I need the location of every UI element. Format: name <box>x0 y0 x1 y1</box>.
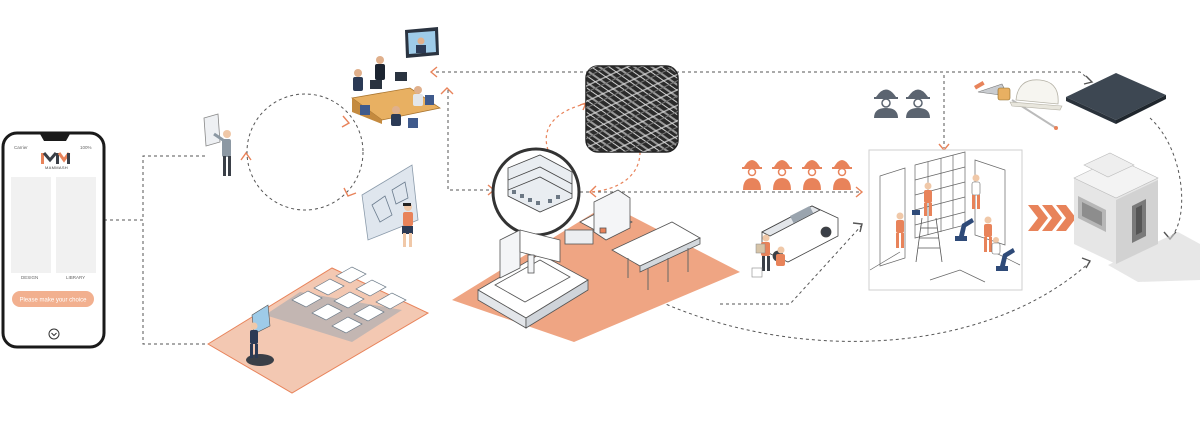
vr-user-icon <box>361 164 419 247</box>
cnc-machine-icon <box>477 229 589 329</box>
delivery-van-icon <box>761 205 839 263</box>
app-logo <box>41 152 71 164</box>
connector-curve-to-building <box>569 244 1091 342</box>
meeting-team-icon <box>351 56 442 128</box>
factory-building-icon <box>491 147 581 237</box>
library-tile-label: LIBRARY <box>66 275 85 280</box>
worker-icon <box>751 234 785 278</box>
worker-icon <box>832 160 852 190</box>
arrow-orange-icon <box>341 115 351 128</box>
chevron-down-icon[interactable] <box>48 328 60 340</box>
connector-meeting-to-slab <box>436 71 1091 81</box>
design-loop-circle <box>246 93 364 211</box>
choice-button[interactable] <box>12 291 94 307</box>
design-tile-label: DESIGN <box>21 275 38 280</box>
worker-icon <box>772 160 792 190</box>
scrap-metal-photo-icon <box>585 65 679 153</box>
worker-icon <box>984 216 992 252</box>
connector-slab-to-building <box>1149 117 1183 239</box>
worker-icon <box>924 182 932 216</box>
finished-building-icon <box>1073 152 1200 282</box>
hard-hat-icon <box>1009 79 1063 111</box>
production-platform <box>452 189 740 342</box>
worker-icon-row <box>742 160 852 190</box>
arrow-orange-icon <box>579 101 588 111</box>
connector-phone-to-touchscreen <box>104 155 205 221</box>
chevron-right-icon <box>1028 205 1076 231</box>
phone-status-right: 100% <box>80 145 92 150</box>
engineer-icon <box>874 89 898 118</box>
robot-arm-icon <box>912 210 974 241</box>
worker-icon <box>802 160 822 190</box>
smartphone-icon: Carrier 100% MAMMASH DESIGN LIBRARY Plea… <box>1 131 106 349</box>
app-logo-text: MAMMASH <box>45 165 68 170</box>
library-tile[interactable] <box>56 177 96 273</box>
arrow-orange-icon <box>343 187 357 197</box>
arrow-dark-icon <box>1083 75 1094 85</box>
assembly-hall <box>868 149 1023 291</box>
recycle-loop <box>545 103 641 193</box>
video-screen-icon <box>405 27 439 58</box>
design-tile[interactable] <box>11 177 51 273</box>
worker-icon <box>896 212 904 248</box>
arrow-dark-icon <box>852 222 863 233</box>
engineer-icon-pair <box>874 89 930 118</box>
arrow-orange-icon <box>440 87 454 95</box>
vr-layout-platform <box>207 266 430 394</box>
arrow-orange-icon <box>855 186 864 198</box>
arrow-orange-icon <box>588 185 597 198</box>
engineer-icon <box>906 89 930 118</box>
worker-icon <box>742 160 762 190</box>
worker-icon <box>991 237 1001 255</box>
arrow-dark-icon <box>1081 257 1092 269</box>
arrow-orange-icon <box>429 66 438 78</box>
arrow-orange-icon <box>240 151 252 161</box>
worker-icon <box>971 174 981 209</box>
touchscreen-user-icon <box>203 113 231 176</box>
connector-phone-to-vr-platform <box>104 219 208 345</box>
phone-status-left: Carrier <box>14 145 28 150</box>
choice-button-label: Please make your choice <box>19 298 87 304</box>
robot-arm-icon <box>996 248 1015 271</box>
connector-meeting-to-factory <box>447 90 494 191</box>
slab-icon <box>1066 73 1166 124</box>
conveyor-line-icon <box>564 189 701 290</box>
